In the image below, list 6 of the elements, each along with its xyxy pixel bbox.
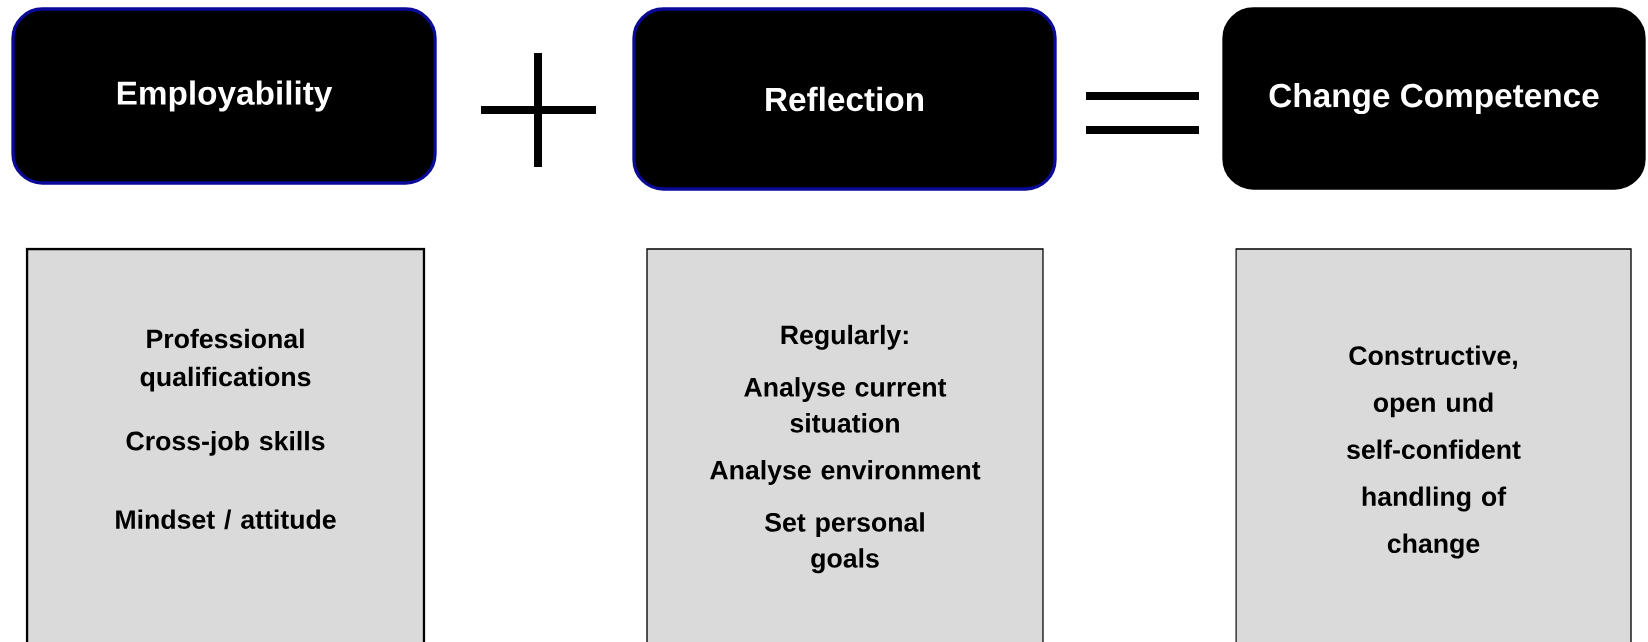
title-box: Reflection — [632, 7, 1057, 191]
title-box: Change Competence — [1222, 7, 1646, 190]
title-box: Employability — [11, 7, 437, 185]
text-panel: Regularly: Analyse current situation Analyse environment Set personal goals — [646, 248, 1044, 642]
text-panel: Constructive, open und self-confident handling of change — [1235, 248, 1632, 642]
text-panel: Professional qualifications Cross-job skills Mindset / attitude — [25, 247, 426, 642]
